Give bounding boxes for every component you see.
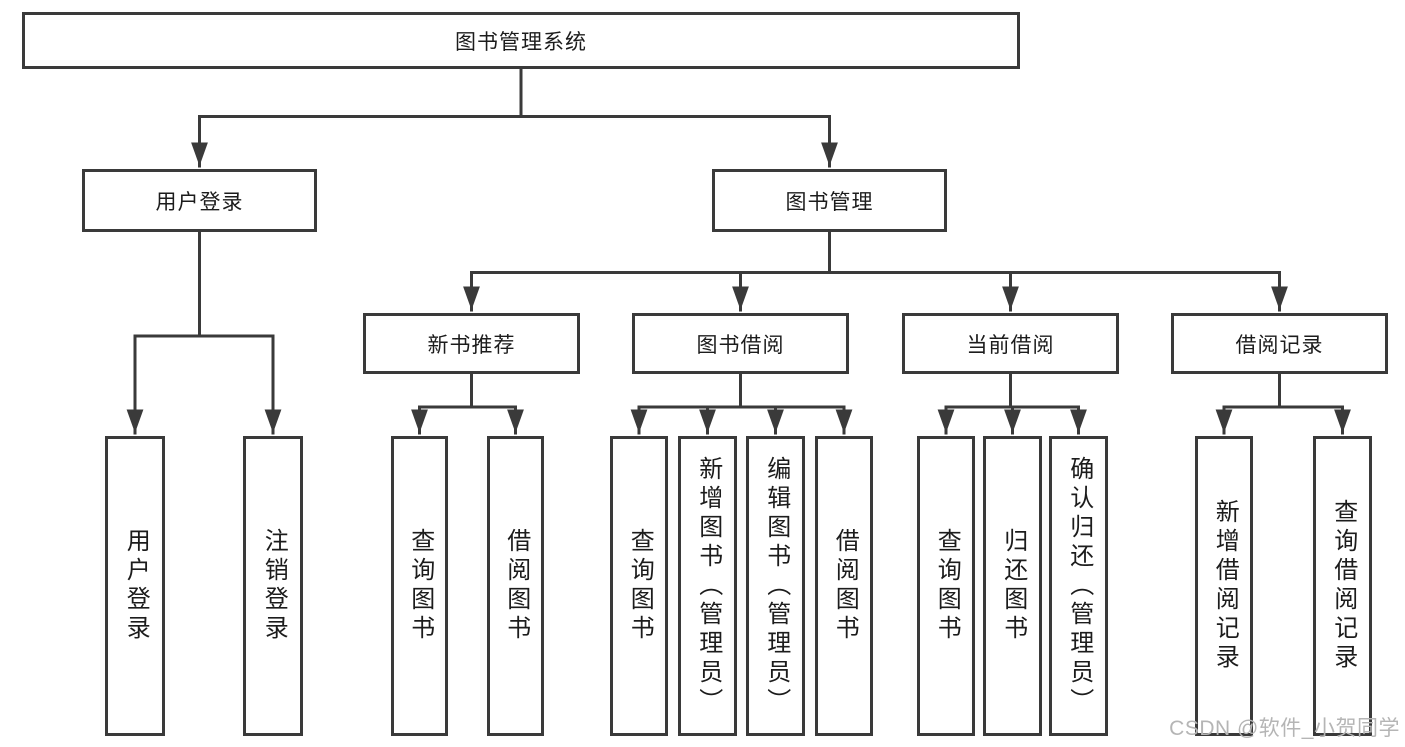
leaf-query-books-3: 查询图书 [917,436,975,736]
connector-book-management-children [463,229,1288,312]
leaf-query-borrow-record: 查询借阅记录 [1313,436,1372,736]
node-label: 新增图书（管理员） [694,455,722,717]
connector-borrow-records-children [1215,371,1351,435]
node-label: 借阅记录 [1235,333,1324,357]
node-label: 查询图书 [406,528,434,644]
node-new-book-recommend: 新书推荐 [363,313,580,374]
leaf-logout: 注销登录 [243,436,303,736]
connector-new-book-children [411,371,524,435]
node-label: 当前借阅 [966,333,1055,357]
node-label: 查询图书 [933,528,961,644]
leaf-confirm-return-admin: 确认归还（管理员） [1049,436,1108,736]
node-label: 查询借阅记录 [1329,499,1357,673]
node-label: 归还图书 [999,528,1027,644]
leaf-user-login: 用户登录 [105,436,165,736]
leaf-return-book: 归还图书 [983,436,1042,736]
connector-current-borrow-children [937,371,1087,435]
node-user-login: 用户登录 [82,169,317,232]
node-label: 图书管理系统 [455,30,587,54]
node-label: 用户登录 [122,528,150,644]
node-label: 借阅图书 [502,528,530,644]
connector-root-to-level2 [191,66,838,168]
node-label: 注销登录 [260,528,288,644]
node-label: 编辑图书（管理员） [762,455,790,717]
node-root-system: 图书管理系统 [22,12,1020,69]
node-label: 确认归还（管理员） [1065,455,1093,717]
node-book-management: 图书管理 [712,169,947,232]
leaf-borrow-books-1: 借阅图书 [487,436,544,736]
node-label: 图书管理 [785,190,874,214]
node-label: 查询图书 [626,528,654,644]
leaf-query-books-2: 查询图书 [610,436,668,736]
leaf-query-books-1: 查询图书 [391,436,448,736]
connector-user-login-children [126,229,282,435]
node-label: 用户登录 [155,190,244,214]
watermark-text: CSDN @软件_小贺同学 [1169,717,1400,740]
node-borrow-records: 借阅记录 [1171,313,1388,374]
leaf-borrow-books-2: 借阅图书 [815,436,873,736]
leaf-add-borrow-record: 新增借阅记录 [1195,436,1253,736]
node-label: 借阅图书 [831,528,859,644]
connector-book-borrow-children [630,371,853,435]
node-label: 新书推荐 [427,333,516,357]
node-label: 新增借阅记录 [1211,499,1239,673]
leaf-edit-book-admin: 编辑图书（管理员） [746,436,805,736]
node-label: 图书借阅 [696,333,785,357]
leaf-add-book-admin: 新增图书（管理员） [678,436,737,736]
node-book-borrow: 图书借阅 [632,313,849,374]
node-current-borrow: 当前借阅 [902,313,1119,374]
